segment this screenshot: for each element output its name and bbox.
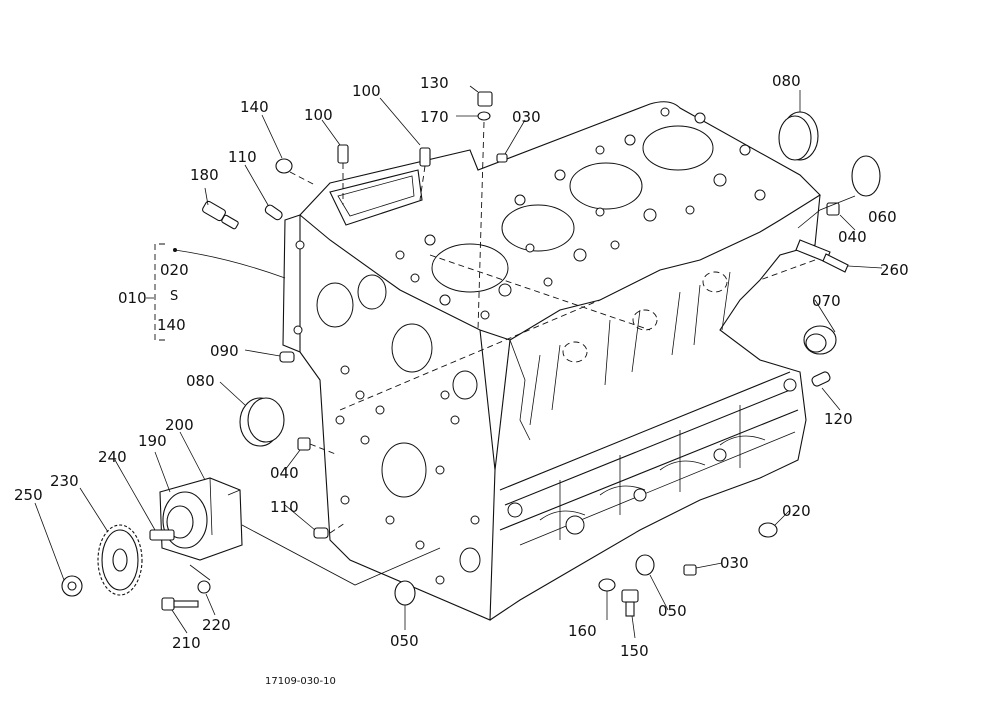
part-110-pin-bottom (313, 527, 329, 539)
part-140-cap (275, 158, 293, 174)
callout-060: 060 (868, 208, 897, 226)
part-070-seal (803, 325, 837, 355)
callout-040-left: 040 (270, 464, 299, 482)
part-220-washer (197, 580, 211, 594)
front-face-holes (293, 240, 480, 585)
callout-labels: 130 170 030 080 060 040 260 070 120 020 … (14, 72, 909, 660)
part-160-washer (598, 578, 616, 592)
part-030-plug-bottom (683, 564, 697, 576)
callout-170: 170 (420, 108, 449, 126)
figure-number: 17109-030-10 (265, 676, 336, 687)
part-130-plug (477, 91, 493, 107)
callout-240: 240 (98, 448, 127, 466)
callout-150: 150 (620, 642, 649, 660)
callout-110-top: 110 (228, 148, 257, 166)
part-210-bolt (161, 597, 199, 611)
leader-lines (34, 85, 883, 639)
part-200-oil-pump (159, 477, 243, 561)
callout-100-left: 100 (304, 106, 333, 124)
part-080-cap-top (778, 111, 819, 161)
callout-210: 210 (172, 634, 201, 652)
callout-110-bottom: 110 (270, 498, 299, 516)
callout-200: 200 (165, 416, 194, 434)
callout-090: 090 (210, 342, 239, 360)
part-230-gear (97, 524, 143, 596)
assembly-group-bracket: 010 020 S 140 (118, 243, 189, 341)
callout-040-right: 040 (838, 228, 867, 246)
part-240-shaft (149, 529, 175, 541)
part-050-plug-bottom (394, 580, 416, 606)
callout-030-top: 030 (512, 108, 541, 126)
callout-050-bottom: 050 (390, 632, 419, 650)
callout-220: 220 (202, 616, 231, 634)
callout-020-right: 020 (782, 502, 811, 520)
part-260-sensor (795, 239, 849, 273)
callout-030-bottom: 030 (720, 554, 749, 572)
part-250-nut (61, 575, 83, 597)
part-180-fitting (202, 200, 239, 230)
part-150-bolt (621, 589, 639, 617)
callout-050-right: 050 (658, 602, 687, 620)
part-120-pin (811, 371, 831, 387)
part-100-dowel-right (419, 147, 431, 167)
part-020-plug-right (758, 522, 778, 538)
part-040-plug-left (297, 437, 311, 451)
deck-holes (395, 107, 766, 320)
part-050-plug-right (635, 554, 655, 576)
callout-100-right: 100 (352, 82, 381, 100)
callout-260: 260 (880, 261, 909, 279)
group-range-end-label: 140 (157, 316, 186, 334)
callout-250: 250 (14, 486, 43, 504)
callout-190: 190 (138, 432, 167, 450)
part-100-dowel-left (337, 144, 349, 164)
cylinder-block (282, 101, 821, 621)
part-110-pin-top (264, 204, 283, 221)
part-090-pin (279, 351, 295, 363)
callout-140: 140 (240, 98, 269, 116)
part-170-oring (477, 111, 491, 121)
part-080-seal-left (239, 397, 285, 447)
callout-080-left: 080 (186, 372, 215, 390)
part-030-plug-top (496, 153, 508, 163)
callout-070: 070 (812, 292, 841, 310)
group-range-symbol: S (170, 289, 178, 304)
callout-130: 130 (420, 74, 449, 92)
group-code-label: 010 (118, 289, 147, 307)
callout-180: 180 (190, 166, 219, 184)
callout-230: 230 (50, 472, 79, 490)
callout-160: 160 (568, 622, 597, 640)
part-060-cap (851, 155, 881, 197)
callout-080-top: 080 (772, 72, 801, 90)
callout-120: 120 (824, 410, 853, 428)
group-range-start-label: 020 (160, 261, 189, 279)
